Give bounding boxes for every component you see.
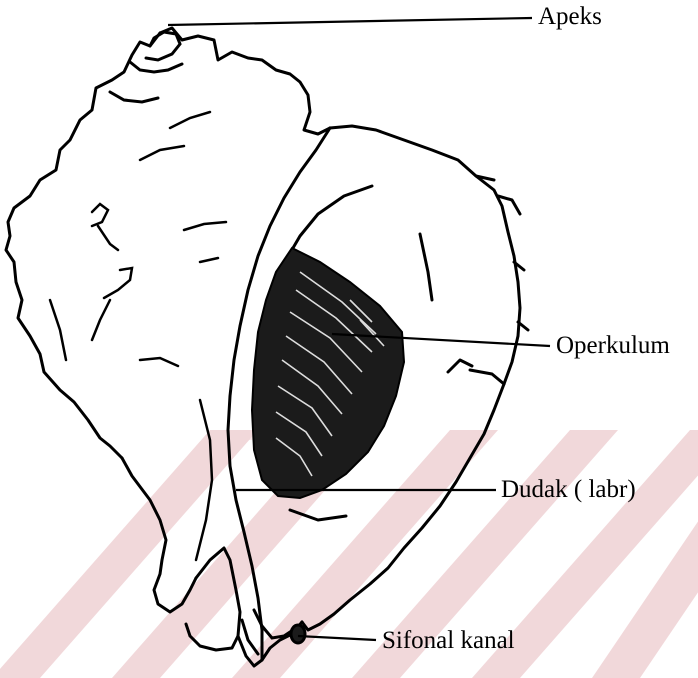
spire bbox=[110, 32, 182, 102]
label-apex: Apeks bbox=[538, 4, 602, 29]
label-siphonal-canal: Sifonal kanal bbox=[382, 628, 515, 653]
leader-apex bbox=[168, 18, 532, 25]
label-operculum: Operkulum bbox=[556, 333, 670, 358]
label-lip: Dudak ( labr) bbox=[501, 477, 636, 502]
operculum bbox=[252, 248, 404, 498]
